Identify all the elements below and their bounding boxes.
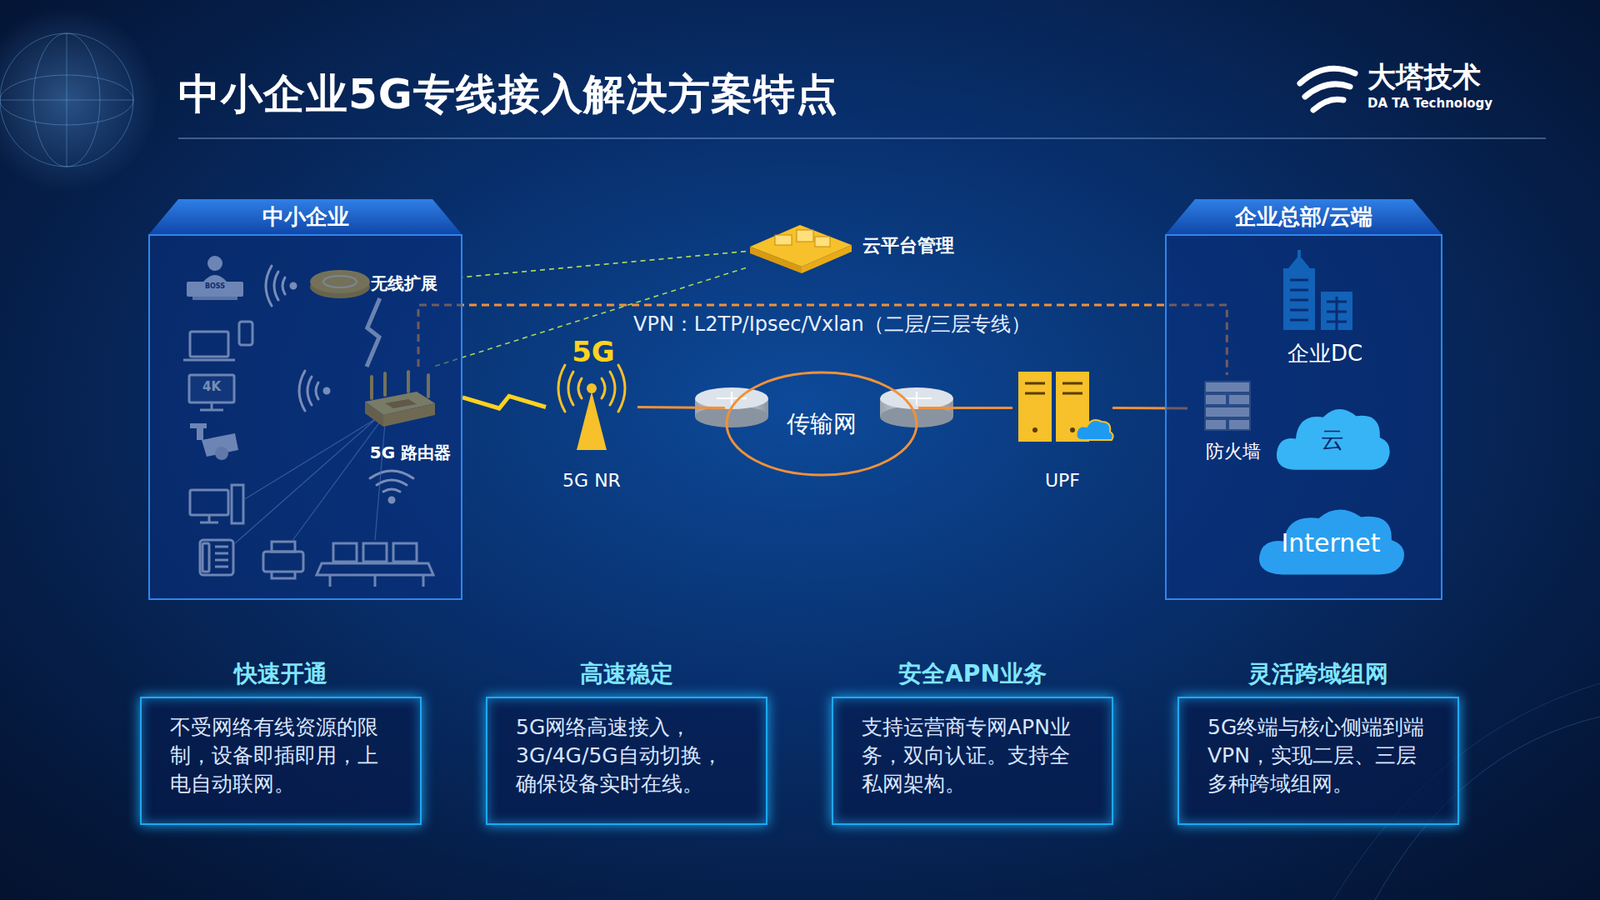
internet-cloud: Internet [1255, 501, 1407, 579]
signal-tag: 5G [566, 336, 620, 368]
feature-body: 5G网络高速接入，3G/4G/5G自动切换，确保设备实时在线。 [515, 713, 743, 799]
feature-body: 5G终端与核心侧端到端VPN，实现二层、三层多种跨域组网。 [1207, 713, 1435, 799]
feature-card: 安全APN业务支持运营商专网APN业务，双向认证。支持全私网架构。 [831, 651, 1114, 825]
feature-heading: 安全APN业务 [831, 651, 1114, 697]
brand-name: 大塔技术 [1367, 61, 1481, 93]
lightning-link [462, 395, 546, 409]
feature-card: 高速稳定 5G网络高速接入，3G/4G/5G自动切换，确保设备实时在线。 [485, 651, 768, 825]
site-panel: 中小企业无线扩展 5G 路由器 [148, 199, 463, 600]
feature-body: 支持运营商专网APN业务，双向认证。支持全私网架构。 [861, 713, 1089, 799]
node-label: UPF [1045, 470, 1080, 492]
feature-card: 灵活跨域组网 5G终端与核心侧端到端VPN，实现二层、三层多种跨域组网。 [1177, 651, 1460, 825]
cloud-platform: 云平台管理 [745, 218, 980, 274]
panel-shape [148, 199, 463, 600]
brand-subtitle: DA TA Technology [1367, 96, 1493, 111]
enterprise-dc: 企业DC [1270, 250, 1380, 367]
node-label: 无线扩展 [370, 272, 438, 295]
edge-label: VPN：L2TP/Ipsec/Vxlan（二层/三层专线） [633, 313, 1031, 335]
node-label: Internet [1280, 528, 1380, 558]
backhaul-link [918, 406, 1013, 410]
node-label: 5G NR [562, 470, 621, 492]
feature-heading: 快速开通 [140, 651, 422, 697]
router-5g: 5G 路由器 [358, 366, 463, 463]
node-label: 5G 路由器 [370, 442, 451, 463]
hq-panel: 企业总部/云端防火墙 企业DC 云 Internet [1165, 199, 1443, 600]
node-label: 企业DC [1287, 340, 1363, 367]
feature-body: 不受网络有线资源的限制，设备即插即用，上电自动联网。 [170, 713, 397, 799]
panel-heading: 中小企业 [148, 199, 463, 235]
feature-card: 快速开通不受网络有线资源的限制，设备即插即用，上电自动联网。 [140, 651, 422, 825]
base-station: 5G NR [545, 370, 638, 492]
upf-server: UPF [1012, 366, 1113, 492]
feature-heading: 灵活跨域组网 [1177, 651, 1460, 697]
node-label: 防火墙 [1205, 440, 1261, 463]
dashed-link [418, 305, 1227, 375]
firewall: 防火墙 [1187, 375, 1280, 463]
node-label: 云平台管理 [862, 233, 955, 259]
backhaul-link [637, 405, 725, 410]
panel-heading: 企业总部/云端 [1165, 199, 1443, 235]
wireless-extender: 无线扩展 [370, 268, 461, 299]
dashed-link [460, 251, 746, 278]
slide-title: 中小企业5G专线接入解决方案特点 [178, 66, 839, 123]
node-label: 云 [1320, 424, 1345, 456]
feature-heading: 高速稳定 [485, 651, 768, 697]
cloud: 云 [1273, 401, 1392, 474]
transport-network: 传输网 [725, 370, 919, 477]
node-label: 传输网 [786, 408, 857, 440]
